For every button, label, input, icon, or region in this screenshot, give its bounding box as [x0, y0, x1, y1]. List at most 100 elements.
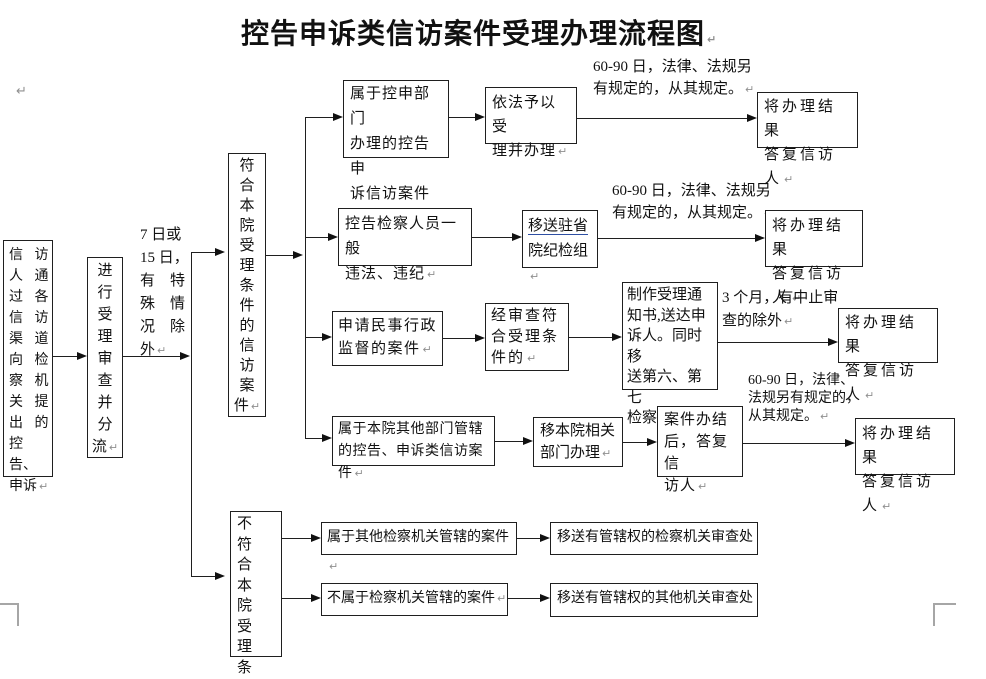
- connector-line: [305, 117, 306, 439]
- paragraph-mark-icon: ↵: [820, 410, 830, 423]
- arrowhead-icon: [475, 334, 485, 342]
- page-margin-corner-mark: [933, 603, 956, 605]
- flow-node-not-procuratorate: 不属于检察机关管辖的案件↵: [321, 583, 508, 616]
- arrowhead-icon: [540, 534, 550, 542]
- arrowhead-icon: [215, 248, 225, 256]
- flow-node-triage: 进 行 受 理 审 查 并 分 流↵: [87, 257, 123, 458]
- page-margin-corner-mark: [0, 603, 18, 605]
- arrowhead-icon: [475, 113, 485, 121]
- paragraph-mark-icon: ↵: [16, 84, 27, 99]
- arrowhead-icon: [647, 438, 657, 446]
- flow-node-complaint-dept: 属于控申部门 办理的控告申 诉信访案件↵: [343, 80, 449, 226]
- paragraph-mark-icon: ↵: [792, 292, 805, 305]
- flow-node-transfer-procuratorate-text: 移送有管辖权的检察机关审查处: [557, 530, 753, 545]
- arrowhead-icon: [747, 114, 757, 122]
- connector-line: [472, 237, 513, 238]
- flow-node-source-text: 信 访 人 通 过 各 信 访 渠 道 向 检 察 机 关 提 出 的 控告、 …: [9, 248, 49, 494]
- paragraph-mark-icon: ↵: [530, 270, 540, 283]
- flow-node-reply-row1-text: 将办理结果 答复信访人: [764, 99, 837, 187]
- connector-line: [266, 255, 294, 256]
- flow-node-transfer-procuratorate: 移送有管辖权的检察机关审查处: [550, 522, 758, 555]
- flow-node-notice: 制作受理通 知书,送达申 诉人。同时移 送第六、第七 检察部。↵: [622, 282, 718, 426]
- arrowhead-icon: [845, 439, 855, 447]
- label-period-60-90-row1-text: 60-90 日，法律、法规另 有规定的，从其规定。: [593, 59, 752, 97]
- flow-node-accuse-staff: 控告检察人员一般 违法、违纪↵: [338, 208, 472, 282]
- connector-line: [623, 442, 648, 443]
- label-period-60-90-row1: 60-90 日，法律、法规另 有规定的，从其规定。↵: [593, 56, 778, 101]
- flow-node-complaint-dept-text: 属于控申部门 办理的控告申 诉信访案件: [350, 86, 431, 202]
- connector-line: [718, 342, 829, 343]
- arrowhead-icon: [293, 251, 303, 259]
- connector-line: [508, 598, 541, 599]
- arrowhead-icon: [311, 594, 321, 602]
- paragraph-mark-icon: ↵: [329, 560, 339, 573]
- flow-node-qualified: 符 合 本 院 受 理 条 件 的 信 访 案 件↵: [228, 153, 266, 417]
- flow-node-transfer-dept: 移本院相关 部门办理↵: [533, 417, 623, 467]
- flow-node-civil-admin: 申请民事行政 监督的案件↵: [332, 311, 443, 366]
- flow-node-transfer-inspection-line1: 移送驻省: [528, 218, 589, 235]
- arrowhead-icon: [311, 534, 321, 542]
- flow-node-other-procuratorate: 属于其他检察机关管辖的案件↵: [321, 522, 517, 573]
- paragraph-mark-icon: ↵: [108, 441, 119, 454]
- flow-node-reply-row2: 将办理结果 答复信访人↵: [765, 210, 863, 306]
- flow-node-review-qualify: 经审查符 合受理条 件的↵: [485, 303, 569, 371]
- arrowhead-icon: [523, 437, 533, 445]
- connector-line: [305, 438, 323, 439]
- paragraph-mark-icon: ↵: [698, 480, 709, 493]
- paragraph-mark-icon: ↵: [39, 480, 49, 493]
- flow-node-unqualified: 不 符 合 本 院 受 理 条 件 的 信 访 案件↵: [230, 511, 282, 676]
- flow-node-accept-handle: 依法予以受 理并办理↵: [485, 87, 577, 159]
- flow-node-civil-admin-text: 申请民事行政 监督的案件: [338, 318, 438, 357]
- flow-node-transfer-dept-text: 移本院相关 部门办理: [540, 423, 616, 461]
- flow-node-other-dept-text: 属于本院其他部门管辖 的控告、申诉类信访案件: [338, 422, 483, 481]
- arrowhead-icon: [215, 572, 225, 580]
- arrowhead-icon: [540, 594, 550, 602]
- connector-line: [569, 337, 613, 338]
- flow-node-other-dept: 属于本院其他部门管辖 的控告、申诉类信访案件↵: [332, 416, 495, 481]
- connector-line: [305, 237, 329, 238]
- flow-node-reply-row4-text: 将办理结果 答复信访人: [862, 426, 935, 514]
- paragraph-mark-icon: ↵: [250, 400, 261, 413]
- label-period-60-90-row2-text: 60-90 日，法律、法规另 有规定的，从其规定。: [612, 183, 771, 221]
- flow-node-case-done: 案件办结 后，答复信 访人↵: [657, 406, 743, 494]
- connector-line: [282, 538, 312, 539]
- arrowhead-icon: [322, 434, 332, 442]
- page-title-text: 控告申诉类信访案件受理办理流程图: [241, 19, 706, 50]
- flow-node-unqualified-text: 不 符 合 本 院 受 理 条 件 的 信 访 案件: [237, 516, 253, 676]
- paragraph-mark-icon: ↵: [558, 145, 569, 158]
- arrowhead-icon: [328, 233, 338, 241]
- flow-node-reply-row2-text: 将办理结果 答复信访人: [772, 218, 845, 306]
- arrowhead-icon: [828, 338, 838, 346]
- page-margin-corner-mark: [17, 603, 19, 626]
- paragraph-mark-icon: ↵: [422, 343, 434, 356]
- flow-node-reply-row3: 将办理结果 答复信访人↵: [838, 308, 938, 403]
- label-period-60-90-row4: 60-90 日，法律、 法规另有规定的， 从其规定。↵: [748, 372, 888, 426]
- flow-node-accept-handle-text: 依法予以受 理并办理: [492, 95, 557, 159]
- flow-node-reply-row1: 将办理结果 答复信访人↵: [757, 92, 858, 187]
- flow-node-reply-row3-text: 将办理结果 答复信访人: [845, 315, 918, 403]
- arrowhead-icon: [77, 352, 87, 360]
- flow-node-qualified-text: 符 合 本 院 受 理 条 件 的 信 访 案 件: [233, 158, 255, 414]
- connector-line: [53, 356, 78, 357]
- connector-line: [191, 252, 216, 253]
- arrowhead-icon: [333, 113, 343, 121]
- paragraph-mark-icon: ↵: [784, 173, 797, 186]
- connector-line: [495, 441, 524, 442]
- paragraph-mark-icon: ↵: [354, 467, 365, 480]
- connector-line: [443, 338, 476, 339]
- paragraph-mark-icon: ↵: [707, 33, 718, 46]
- flow-node-accuse-staff-text: 控告检察人员一般 违法、违纪: [345, 216, 458, 282]
- connector-line: [282, 598, 312, 599]
- paragraph-mark-icon: ↵: [602, 447, 612, 460]
- label-period-3-month-text: 3 个月，有中止审 查的除外: [722, 290, 839, 329]
- connector-line: [123, 356, 181, 357]
- connector-line: [305, 337, 323, 338]
- paragraph-mark-icon: ↵: [497, 592, 507, 605]
- flow-node-source: 信 访 人 通 过 各 信 访 渠 道 向 检 察 机 关 提 出 的 控告、 …: [3, 240, 53, 494]
- arrowhead-icon: [180, 352, 190, 360]
- paragraph-mark-icon: ↵: [865, 389, 878, 402]
- flow-node-transfer-other-organ: 移送有管辖权的其他机关审查处: [550, 583, 758, 617]
- connector-line: [449, 117, 476, 118]
- paragraph-mark-icon: ↵: [784, 315, 794, 328]
